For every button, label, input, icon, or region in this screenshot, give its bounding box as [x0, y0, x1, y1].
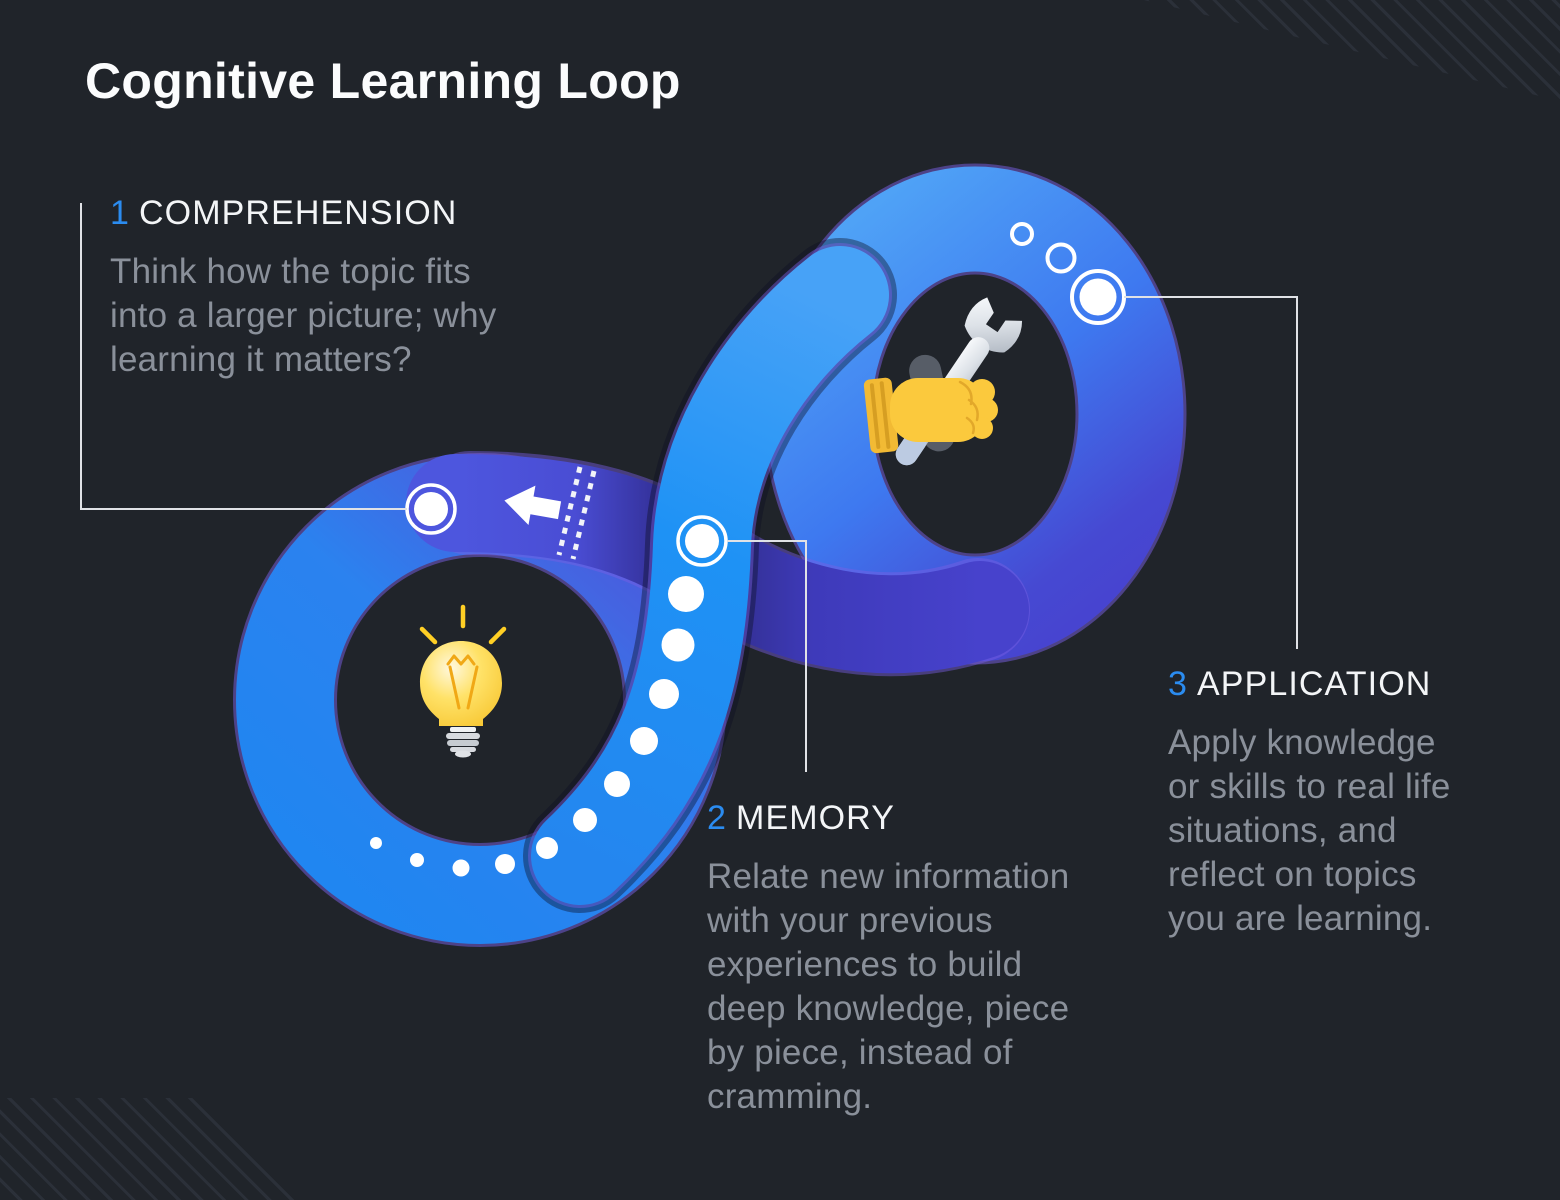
step-1-description: Think how the topic fits into a larger p…: [110, 250, 497, 382]
step-3-line: or skills to real life: [1168, 767, 1451, 806]
step-3-line: reflect on topics: [1168, 855, 1417, 894]
bulb-base: [446, 727, 480, 758]
marker-step-2: [676, 515, 728, 567]
leader-line-memory: [727, 540, 807, 772]
leader-line-comprehension: [80, 203, 407, 510]
step-3-description: Apply knowledge or skills to real life s…: [1168, 721, 1451, 941]
step-1-number: 1: [110, 194, 131, 232]
step-3-number: 3: [1168, 665, 1189, 703]
step-2-line: deep knowledge, piece: [707, 989, 1070, 1028]
page-title: Cognitive Learning Loop: [85, 53, 681, 109]
step-1-line: into a larger picture; why: [110, 296, 497, 335]
step-2-line: with your previous: [707, 901, 993, 940]
leader-lines: [80, 203, 1298, 772]
step-3-line: you are learning.: [1168, 899, 1433, 938]
step-2-line: by piece, instead of: [707, 1033, 1013, 1072]
fist-holding-wrench-icon: [863, 297, 1023, 466]
step-3-line: Apply knowledge: [1168, 723, 1436, 762]
dashed-crossing-icon: [556, 466, 597, 560]
marker-step-3: [1070, 269, 1126, 325]
step-1-line: Think how the topic fits: [110, 252, 471, 291]
trail-outline-circles: [1010, 222, 1077, 274]
dot-trail: [370, 576, 704, 877]
step-1-line: learning it matters?: [110, 340, 412, 379]
step-2-number: 2: [707, 799, 728, 837]
step-2-line: experiences to build: [707, 945, 1023, 984]
step-2-line: Relate new information: [707, 857, 1070, 896]
left-arrow-icon: [504, 485, 562, 526]
lightbulb-icon: [419, 604, 507, 758]
step-2-line: cramming.: [707, 1077, 873, 1116]
step-1-label: COMPREHENSION: [139, 194, 458, 232]
step-2-description: Relate new information with your previou…: [707, 855, 1069, 1119]
step-3-line: situations, and: [1168, 811, 1397, 850]
step-3-label: APPLICATION: [1197, 665, 1432, 703]
marker-step-1: [405, 483, 457, 535]
leader-line-application: [1124, 296, 1298, 649]
step-2-label: MEMORY: [736, 799, 896, 837]
